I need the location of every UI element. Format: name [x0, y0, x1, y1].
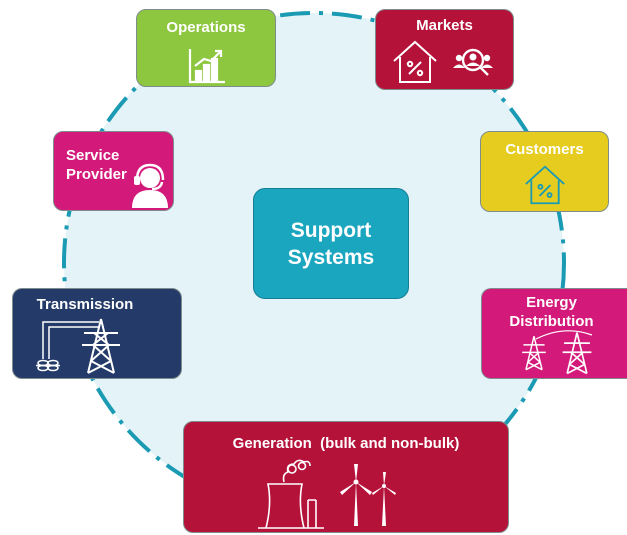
energy-distribution-line2: Distribution: [509, 313, 594, 330]
markets-box: Markets: [375, 9, 514, 90]
energy-distribution-box: Energy Distribution: [481, 288, 627, 379]
markets-label: Markets: [416, 17, 473, 34]
service-provider-box: Service Provider: [53, 131, 174, 211]
distribution-tower-icon: [562, 332, 592, 375]
support-systems-line2: Systems: [287, 245, 375, 269]
distribution-tower-icon: [522, 336, 546, 371]
generation-label: Generation (bulk and non-bulk): [232, 435, 460, 452]
customers-box: Customers: [480, 131, 609, 212]
headset-agent-icon: [132, 163, 168, 208]
service-provider-label: Service Provider: [66, 146, 127, 184]
energy-distribution-line1: Energy: [526, 294, 577, 311]
support-systems-line1: Support: [290, 218, 372, 242]
service-provider-line1: Service: [66, 147, 120, 164]
operations-label: Operations: [166, 19, 246, 36]
transmission-label: Transmission: [36, 296, 134, 313]
generation-box: Generation (bulk and non-bulk): [183, 421, 509, 533]
bar-chart-up-icon: [188, 49, 225, 84]
customer-search-icon: [453, 48, 493, 76]
energy-distribution-label: Energy Distribution: [482, 293, 621, 331]
transmission-tower-icon: [82, 318, 120, 374]
power-plant-icon: [258, 459, 324, 529]
customers-label: Customers: [505, 141, 584, 158]
transmission-box: Transmission: [12, 288, 182, 379]
wind-turbine-icon: [340, 464, 396, 526]
house-percent-icon: [393, 40, 437, 83]
support-systems-box: Support Systems: [253, 188, 409, 299]
transformer-icon: [36, 321, 99, 372]
operations-box: Operations: [136, 9, 276, 87]
distribution-line-icon: [535, 330, 593, 340]
service-provider-line2: Provider: [66, 166, 127, 183]
house-percent-icon: [525, 165, 565, 205]
